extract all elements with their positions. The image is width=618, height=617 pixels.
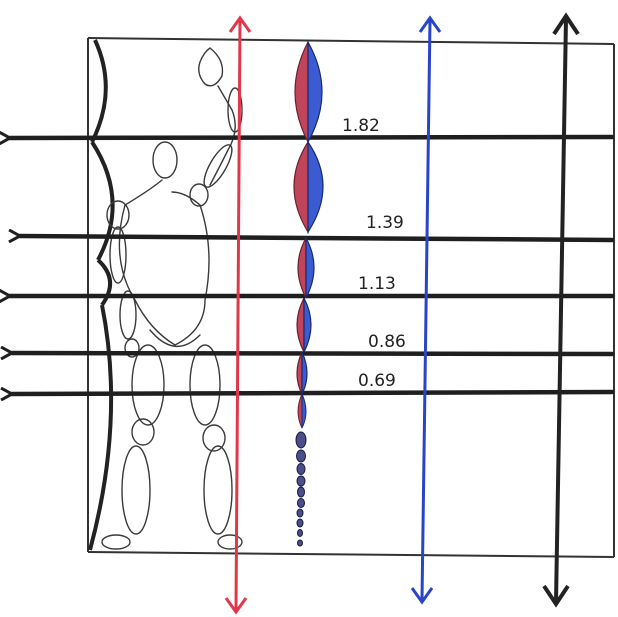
bead-2: [297, 450, 306, 462]
lobe-1-red: [295, 42, 308, 142]
lobe-4-blue: [304, 298, 311, 352]
lobe-3-red: [298, 238, 306, 298]
bead-7: [297, 509, 303, 517]
blue-axis-arrow: [412, 18, 440, 602]
lobe-4-red: [297, 298, 304, 352]
lobe-3-blue: [306, 238, 314, 298]
frequency-line-5: [12, 392, 612, 394]
frequency-label-4: 0.86: [368, 332, 406, 352]
lobe-2-red: [294, 142, 308, 232]
bead-6: [298, 499, 305, 508]
lobe-2-blue: [308, 142, 323, 232]
figure-sketch: [102, 48, 242, 549]
lobe-6-blue: [302, 394, 306, 428]
bead-5: [298, 487, 305, 497]
frequency-label-2: 1.39: [366, 213, 404, 233]
black-axis-arrow: [544, 16, 578, 604]
frequency-line-4: [12, 353, 612, 354]
bead-4: [297, 476, 305, 486]
frequency-label-5: 0.69: [358, 371, 396, 391]
lobe-1-blue: [308, 42, 322, 142]
bead-10: [298, 540, 303, 546]
lobe-5-blue: [302, 352, 307, 394]
frequency-label-3: 1.13: [358, 274, 396, 294]
bead-1: [296, 432, 306, 448]
bead-3: [297, 464, 305, 475]
bead-9: [298, 530, 303, 537]
lobe-6-red: [298, 394, 302, 428]
bead-8: [297, 519, 303, 527]
frequency-label-1: 1.82: [342, 116, 380, 136]
lobe-5-red: [297, 352, 302, 394]
frequency-labels: 1.82 1.39 1.13 0.86 0.69: [342, 116, 406, 391]
